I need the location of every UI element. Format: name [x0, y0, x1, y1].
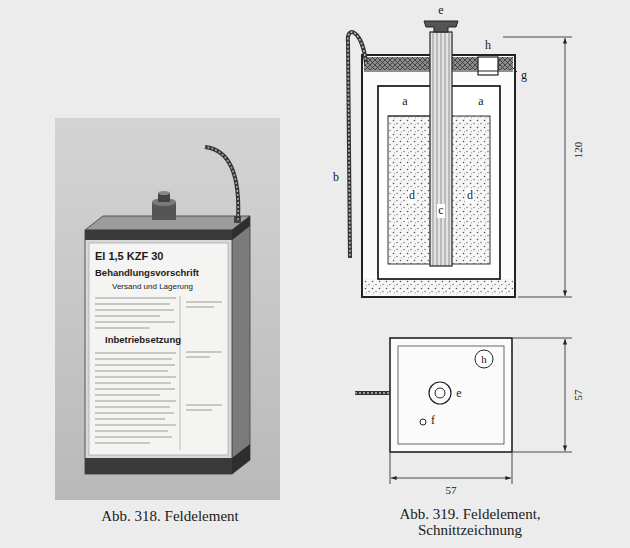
part-letter: e: [437, 4, 444, 17]
wire: [348, 32, 366, 258]
label-rule: [180, 296, 181, 450]
part-letter: b: [332, 171, 340, 184]
extension-line: [390, 453, 391, 484]
dimension-line: [391, 478, 511, 479]
part-letter: e: [455, 387, 462, 400]
top-inner: [398, 346, 504, 444]
wire: [205, 147, 238, 220]
leader-line: [513, 68, 517, 72]
wire: [355, 392, 390, 394]
battery-band: [232, 444, 250, 474]
carbon-rod: [430, 32, 452, 266]
wire: [348, 32, 366, 258]
part-letter: f: [430, 414, 436, 427]
vent-tube: [478, 57, 498, 75]
battery-label: [89, 243, 228, 455]
terminal-nut: [424, 21, 458, 32]
battery-band: [85, 230, 232, 240]
wire: [205, 147, 238, 220]
battery-front: [85, 230, 232, 474]
battery-cap: [158, 191, 170, 195]
seal: [364, 57, 478, 70]
dimension-line: [565, 38, 566, 296]
seal: [498, 57, 513, 70]
figure-caption: Abb. 318. Feldelement: [101, 508, 238, 525]
extension-line: [512, 453, 513, 484]
terminal-circle: [435, 388, 445, 398]
battery-band: [232, 216, 250, 240]
top-view: [355, 338, 572, 484]
dimension: 57: [445, 484, 458, 496]
extension-line: [513, 338, 572, 339]
label-heading: Behandlungsvorschrift: [95, 268, 199, 278]
section-drawing: [348, 21, 572, 297]
type-marking: El 1,5 KZF 30: [95, 250, 163, 262]
dimension-line: [565, 339, 566, 451]
part-letter: h: [481, 353, 487, 365]
extension-line: [518, 297, 572, 298]
part-letter: a: [401, 95, 408, 108]
figure-caption: Abb. 319. Feldelement, Schnittzeichnung: [380, 506, 560, 539]
part-letter: a: [477, 95, 484, 108]
extension-line: [513, 452, 572, 453]
dimension: 57: [572, 389, 584, 402]
battery-photo: [55, 118, 280, 500]
label-subheading: Versand und Lagerung: [112, 283, 193, 292]
part-letter: d: [408, 189, 416, 202]
sand-layer: [364, 279, 513, 295]
label-heading: Inbetriebsetzung: [105, 335, 181, 345]
wire: [355, 391, 390, 395]
extension-line: [503, 37, 572, 38]
top-outline: [390, 338, 512, 452]
part-letter: g: [520, 69, 528, 82]
vent-circle: [475, 350, 493, 368]
battery-band: [85, 458, 232, 474]
part-letter: c: [437, 204, 444, 217]
small-print: [95, 298, 222, 443]
terminal-circle: [429, 382, 451, 404]
filler-hole: [420, 419, 426, 425]
part-letter: d: [466, 189, 474, 202]
rule: [388, 116, 430, 117]
photo-ground: [55, 118, 280, 500]
part-letter: h: [484, 39, 492, 52]
battery-side: [232, 216, 250, 474]
dimension: 120: [572, 141, 584, 160]
